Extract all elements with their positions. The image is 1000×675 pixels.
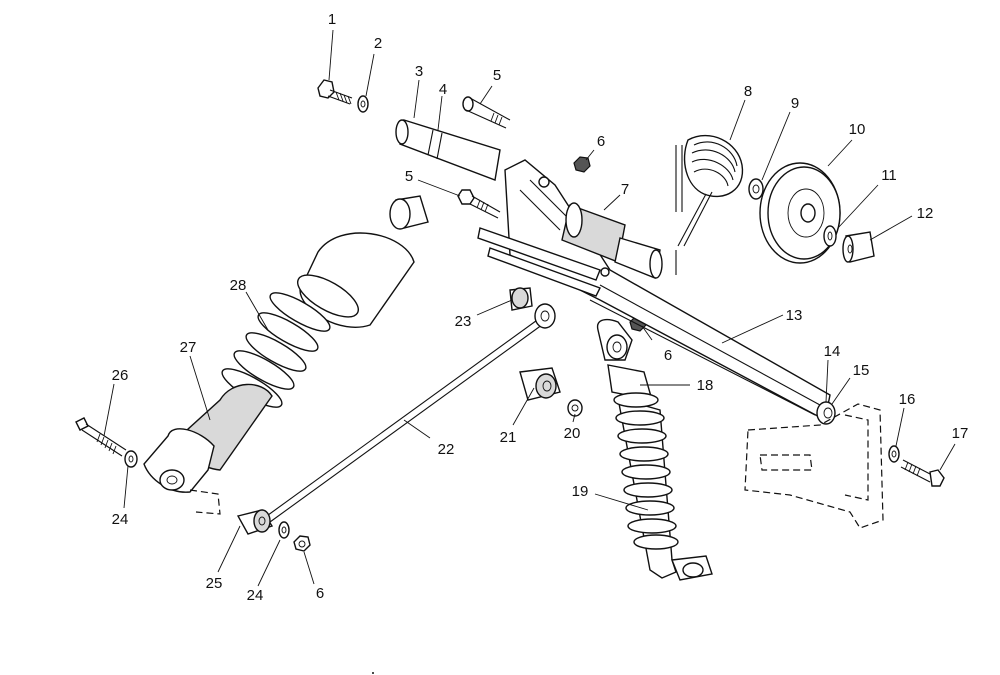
callout-5-top: 5 [493, 67, 501, 84]
callout-10: 10 [849, 121, 866, 138]
shock-18-coil [613, 392, 679, 550]
callout-19: 19 [572, 483, 589, 500]
callout-9: 9 [791, 95, 799, 112]
part-21-bushing [519, 367, 561, 401]
part-25-bushing [236, 509, 274, 535]
callout-25: 25 [206, 575, 223, 592]
callout-6-middle: 6 [664, 347, 672, 364]
part-5-bolt-middle [457, 189, 501, 219]
part-8-torsion-spring [675, 134, 744, 275]
callout-8: 8 [744, 83, 752, 100]
callout-11: 11 [881, 167, 897, 184]
callout-18: 18 [697, 377, 714, 394]
callout-21: 21 [500, 429, 517, 446]
leader-lines [103, 29, 956, 587]
stray-dot [372, 672, 374, 674]
callout-23: 23 [455, 313, 472, 330]
callout-3: 3 [415, 63, 423, 80]
callout-6-top: 6 [597, 133, 605, 150]
part-27-28-rear-shock [143, 195, 429, 515]
callout-15: 15 [853, 362, 870, 379]
callout-24-left: 24 [112, 511, 129, 528]
part-7-bushing [561, 202, 663, 279]
part-14-15-arm-end-bushing [816, 401, 836, 425]
callout-2: 2 [374, 35, 382, 52]
part-18-19-front-shock [596, 318, 713, 581]
part-6-nut-top [573, 156, 591, 173]
callout-24-right: 24 [247, 587, 264, 604]
callout-4: 4 [439, 81, 447, 98]
part-24-washer-right [278, 521, 290, 539]
part-22-rod [263, 303, 556, 523]
part-17-bolt [900, 459, 945, 487]
part-12-spacer [842, 231, 875, 263]
callout-7: 7 [621, 181, 629, 198]
part-frame-rods [477, 227, 601, 297]
callout-22: 22 [438, 441, 455, 458]
callout-17: 17 [952, 425, 969, 442]
part-20-washer [567, 399, 583, 417]
part-6-nut-bottom [293, 535, 311, 552]
callout-27: 27 [180, 339, 197, 356]
callout-12: 12 [917, 205, 934, 222]
part-5-bolt-top [462, 96, 511, 129]
part-23-bushing [509, 287, 533, 311]
part-1-bolt [317, 79, 353, 105]
reference-rear-bracket-dashed [744, 403, 884, 529]
callout-labels: 1 2 3 4 5 5 6 6 6 7 8 9 10 11 12 13 14 1… [112, 11, 969, 604]
part-26-bolt [75, 417, 127, 457]
callout-14: 14 [824, 343, 841, 360]
part-10-idler-wheel [759, 162, 841, 264]
callout-26: 26 [112, 367, 129, 384]
callout-1: 1 [328, 11, 336, 28]
part-3-4-pivot-shaft [395, 119, 501, 181]
callout-13: 13 [786, 307, 803, 324]
part-9-washer [748, 178, 764, 200]
part-11-washer [823, 225, 837, 247]
callout-16: 16 [899, 391, 916, 408]
part-2-washer [357, 95, 369, 113]
part-16-washer [888, 445, 900, 463]
callout-5-middle: 5 [405, 168, 413, 185]
callout-20: 20 [564, 425, 581, 442]
part-24-washer-left [124, 450, 138, 468]
callout-28: 28 [230, 277, 247, 294]
callout-6-bottom: 6 [316, 585, 324, 602]
